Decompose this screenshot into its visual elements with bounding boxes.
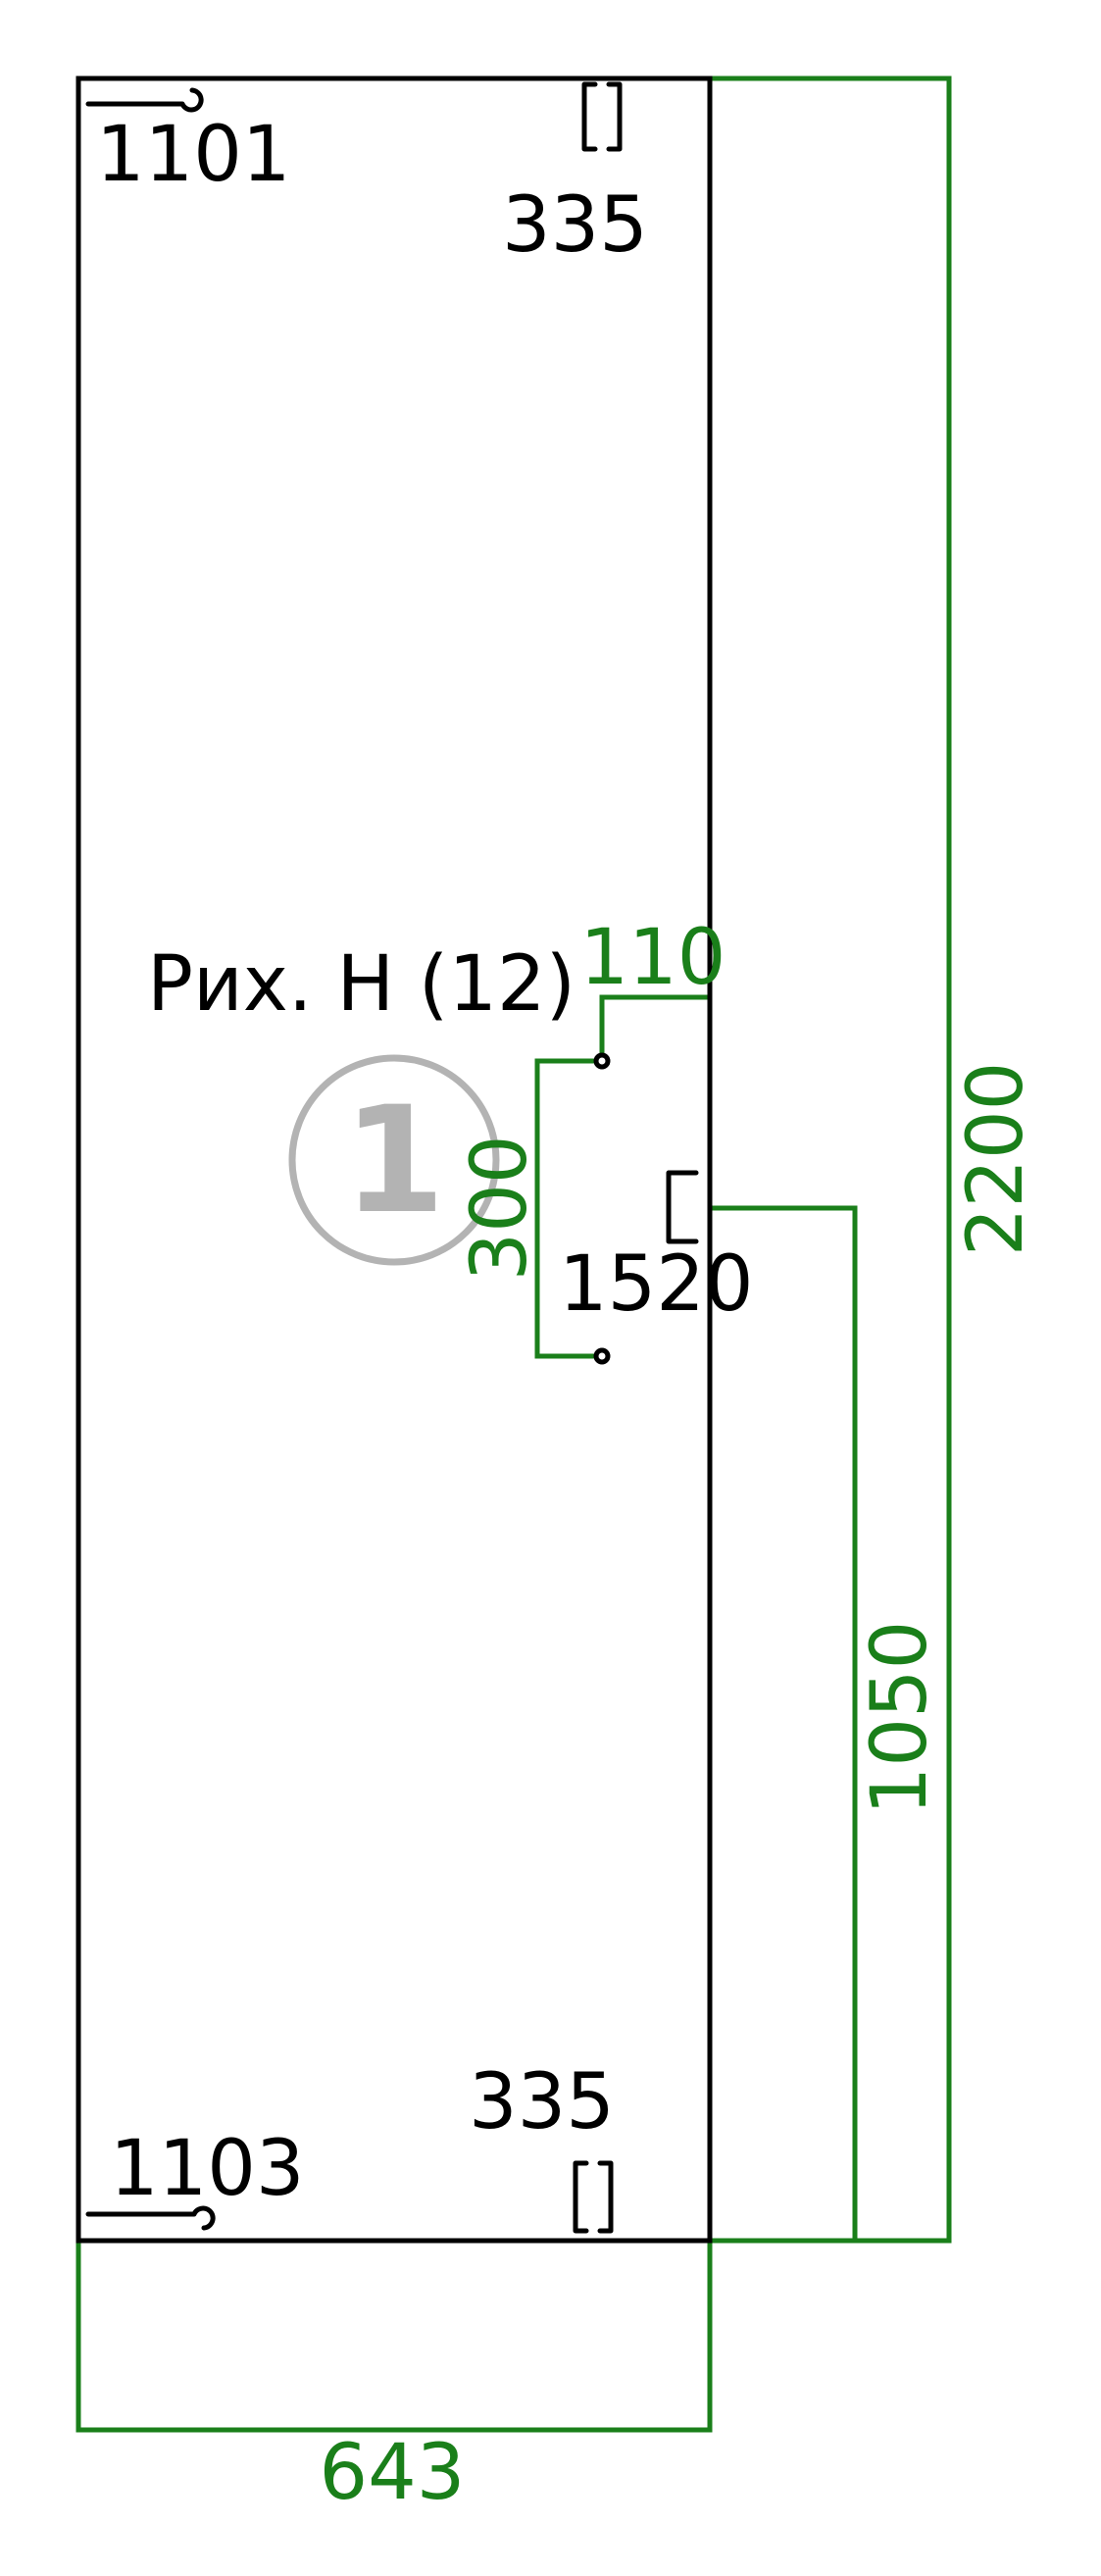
drill-hole-bottom-icon [593,1347,611,1365]
hole-offset-dimension-line [599,994,713,1061]
hinge-offset-bottom: 335 [469,2058,615,2147]
handle-icon [666,1170,699,1244]
dimension-lines [75,76,952,2433]
hinge-offset-top: 335 [502,181,648,270]
drill-hole-top-icon [593,1052,611,1070]
hole-spacing-dimension-line [534,1058,602,1359]
width-label: 643 [320,2429,466,2517]
height-label: 2200 [952,1062,1040,1257]
panel-name: Рих. Н (12) [147,940,576,1029]
hinge-top-icon [581,81,623,152]
hole-offset-label: 110 [580,914,726,1002]
panel-outline [75,76,713,2244]
panel-number: 1 [343,1076,445,1246]
hinge-bottom-icon [573,2160,614,2234]
handle-code: 1520 [559,1240,754,1329]
width-dimension-line [75,2241,713,2433]
hole-spacing-label: 300 [456,1136,544,1282]
panel-number-badge-icon [288,1054,500,1266]
handle-height-dimension-line [710,1205,858,2241]
edge-mark-top-left-icon [85,87,204,113]
handle-height-label: 1050 [856,1621,944,1816]
height-dimension-line [710,76,952,2244]
edge-code-top: 1101 [96,111,291,199]
edge-code-bottom: 1103 [110,2125,305,2213]
edge-mark-bottom-left-icon [85,2205,216,2231]
